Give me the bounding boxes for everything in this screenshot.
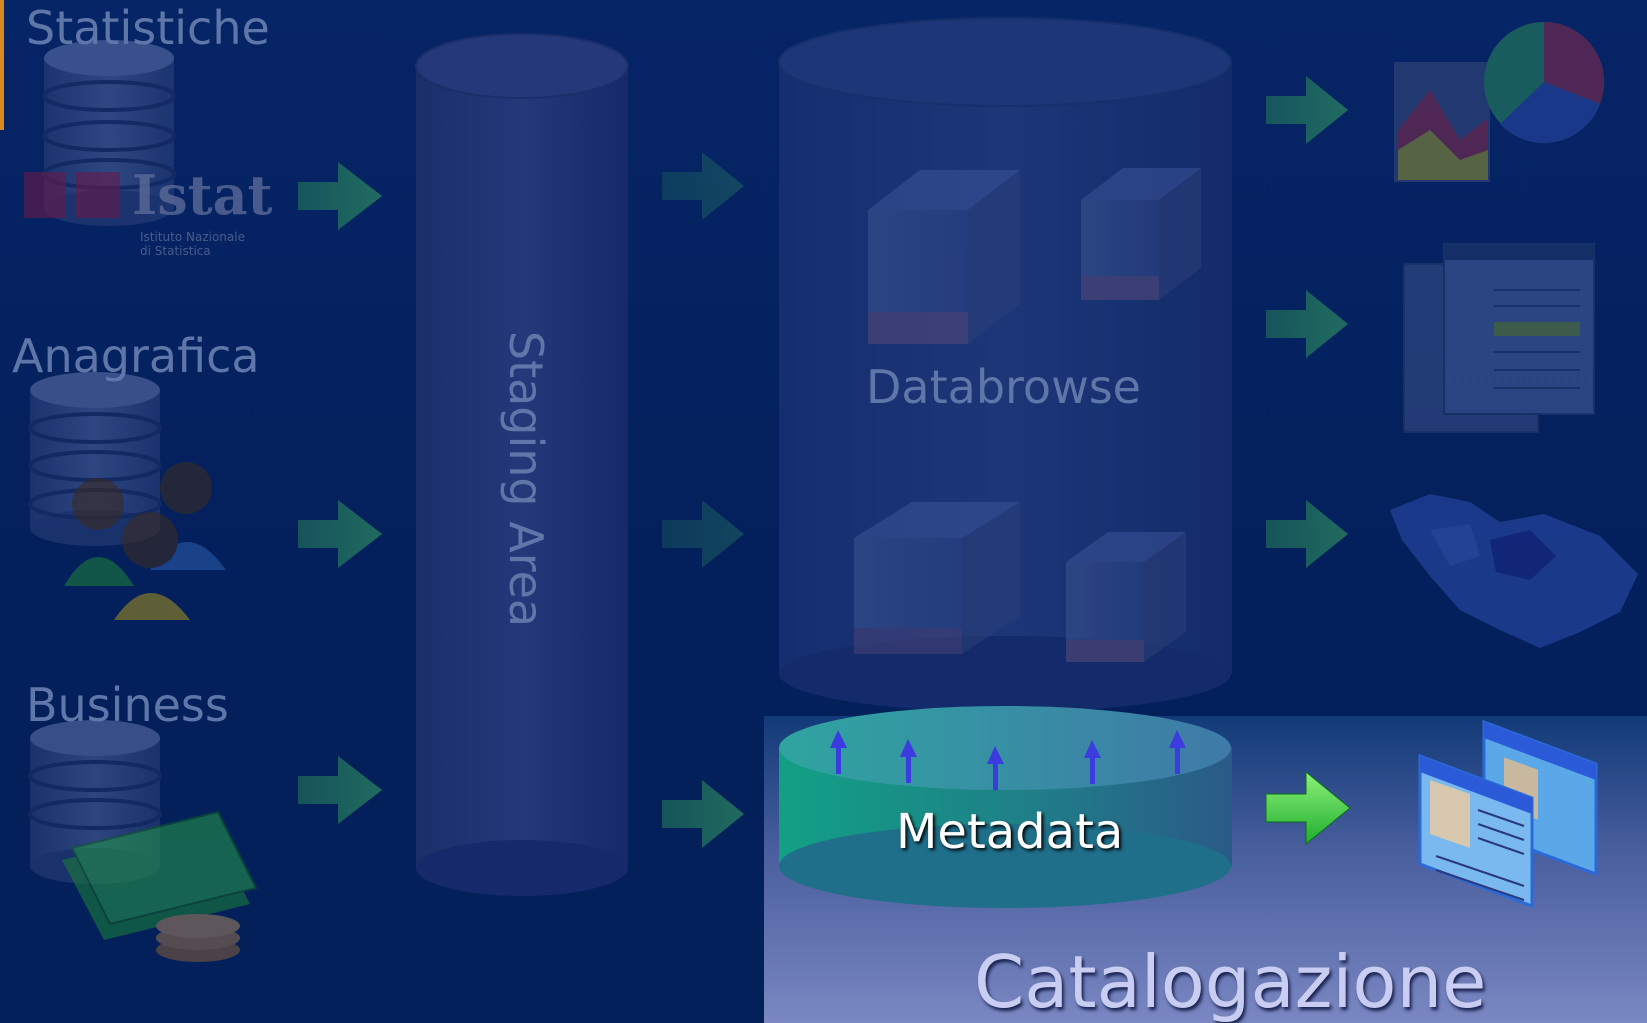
- flow-arrow-icon: [662, 780, 744, 848]
- istat-logo-text: Istat: [132, 163, 273, 227]
- flow-arrow-icon: [1265, 770, 1351, 846]
- catalog-title: Catalogazione: [974, 940, 1487, 1023]
- slide-edge-mark: [0, 0, 4, 130]
- cube-icon: [1081, 168, 1201, 300]
- metadata-cylinder: [779, 706, 1232, 908]
- up-arrow-icon: [830, 730, 847, 774]
- cube-icon: [1066, 532, 1186, 662]
- up-arrow-icon: [1169, 730, 1186, 774]
- up-arrow-icon: [987, 746, 1004, 790]
- cube-icon: [854, 502, 1020, 654]
- istat-logo-icon: [24, 172, 120, 218]
- money-icon: [62, 810, 258, 962]
- web-pages-icon: [1418, 719, 1598, 909]
- istat-logo-subtext: di Statistica: [140, 244, 211, 258]
- up-arrow-icon: [900, 739, 917, 783]
- users-icon: [64, 462, 226, 620]
- warehouse-label: Databrowse: [866, 360, 1141, 414]
- flow-arrow-icon: [298, 756, 382, 824]
- flow-arrow-icon: [298, 500, 382, 568]
- cube-icon: [868, 170, 1020, 344]
- flow-arrow-icon: [662, 500, 744, 568]
- report-icon: [1403, 243, 1595, 433]
- source-label-anagrafica: Anagrafica: [12, 329, 260, 383]
- flow-arrow-icon: [1266, 500, 1348, 568]
- flow-arrow-icon: [298, 162, 382, 230]
- chart-icon: [1394, 21, 1605, 182]
- flow-arrow-icon: [1266, 290, 1348, 358]
- flow-arrow-icon: [662, 152, 744, 220]
- source-label-business: Business: [26, 678, 229, 732]
- map-icon: [1390, 494, 1638, 648]
- staging-area-label: Staging Area: [499, 330, 553, 628]
- up-arrow-icon: [1084, 740, 1101, 784]
- metadata-label: Metadata: [896, 804, 1124, 860]
- source-label-statistiche: Statistiche: [26, 1, 270, 55]
- flow-arrow-icon: [1266, 76, 1348, 144]
- istat-logo-subtext: Istituto Nazionale: [140, 230, 245, 244]
- staging-area-cylinder: [415, 33, 629, 896]
